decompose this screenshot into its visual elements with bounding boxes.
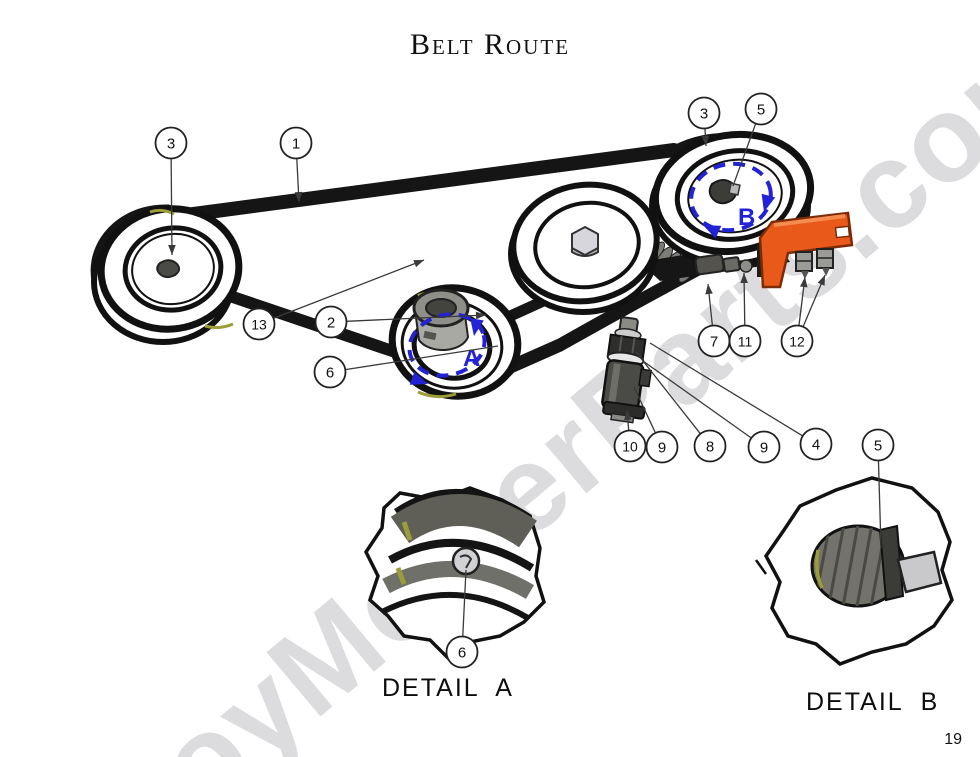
callout-4: 4: [799, 427, 833, 461]
leader-arrowhead: [705, 284, 713, 295]
leader-arrowhead: [740, 273, 748, 284]
page-title: Belt Route: [409, 28, 571, 61]
callout-6: 6: [313, 355, 347, 389]
callout-13: 13: [242, 307, 276, 341]
leader-arrowhead: [413, 260, 424, 268]
leader-arrowhead: [817, 275, 825, 286]
callout-5: 5: [744, 92, 778, 126]
svg-text:7: 7: [710, 334, 718, 351]
engine-shaft-hub: [708, 179, 741, 205]
detail-b-keyway: [878, 524, 905, 602]
rotation-arrow-b: B: [689, 161, 776, 239]
svg-text:4: 4: [812, 437, 820, 454]
svg-text:3: 3: [167, 136, 175, 153]
clutch-pulley: [388, 284, 522, 400]
leader-line-2: [346, 314, 487, 322]
leader-line-5: [732, 123, 757, 187]
leader-line-6: [462, 569, 467, 637]
leader-line-9: [633, 386, 657, 434]
clutch-hub: [412, 288, 470, 352]
svg-text:8: 8: [706, 439, 714, 456]
page-number: 19: [944, 731, 962, 748]
svg-text:1: 1: [292, 136, 300, 153]
leader-arrowhead: [799, 277, 808, 288]
leader-arrowhead: [294, 191, 303, 202]
rotation-arrow-a: A: [407, 312, 487, 385]
leader-arrowhead: [701, 135, 710, 146]
callout-7: 7: [697, 324, 731, 358]
svg-text:5: 5: [874, 438, 882, 455]
callout-12: 12: [780, 324, 814, 358]
leader-arrowhead: [624, 410, 632, 421]
center-idler-pulley: [508, 181, 660, 315]
svg-text:3: 3: [700, 106, 708, 123]
svg-text:9: 9: [760, 440, 768, 457]
mount-bracket: [757, 211, 854, 289]
callout-11: 11: [728, 324, 762, 358]
detail-b-key: [896, 550, 943, 594]
callout-10: 10: [613, 429, 647, 463]
svg-text:10: 10: [622, 439, 638, 455]
svg-text:6: 6: [458, 645, 466, 662]
svg-text:2: 2: [327, 315, 335, 332]
leader-line-13: [273, 259, 425, 320]
rotation-a-letter: A: [463, 345, 480, 372]
callout-3: 3: [154, 126, 188, 160]
leader-line-6: [345, 345, 499, 371]
detail-b-drawing: [754, 476, 954, 666]
left-deck-pulley: [91, 205, 243, 345]
detail-a-drawing: [363, 486, 546, 661]
leader-arrowhead: [168, 244, 176, 255]
idler-center-bolt: [571, 225, 599, 257]
leader-line-3: [170, 158, 173, 256]
callout-2: 2: [314, 305, 348, 339]
leader-line-8: [635, 351, 701, 435]
callout-8: 8: [693, 429, 727, 463]
svg-text:5: 5: [757, 102, 765, 119]
callout-5: 5: [861, 428, 895, 462]
bracket-bolts: [795, 248, 834, 279]
svg-text:11: 11: [738, 334, 753, 350]
idler-hardware: [694, 253, 753, 276]
svg-text:6: 6: [326, 365, 334, 382]
callout-9: 9: [747, 430, 781, 464]
left-pulley-hub: [156, 259, 181, 279]
leader-line-4: [649, 342, 804, 437]
callout-9: 9: [645, 430, 679, 464]
rotation-b-letter: B: [738, 204, 755, 231]
svg-text:9: 9: [658, 440, 666, 457]
svg-text:12: 12: [789, 334, 805, 350]
callout-1: 1: [279, 126, 313, 160]
svg-text:13: 13: [251, 317, 267, 333]
leader-arrowhead: [475, 311, 486, 320]
callout-3: 3: [687, 96, 721, 130]
detail-a-label: DETAIL A: [382, 674, 514, 702]
tensioner-rod: [601, 316, 653, 424]
leader-line-5: [877, 460, 882, 549]
callout-6: 6: [445, 635, 479, 669]
detail-b-label: DETAIL B: [806, 688, 940, 716]
leader-line-9: [642, 360, 752, 439]
